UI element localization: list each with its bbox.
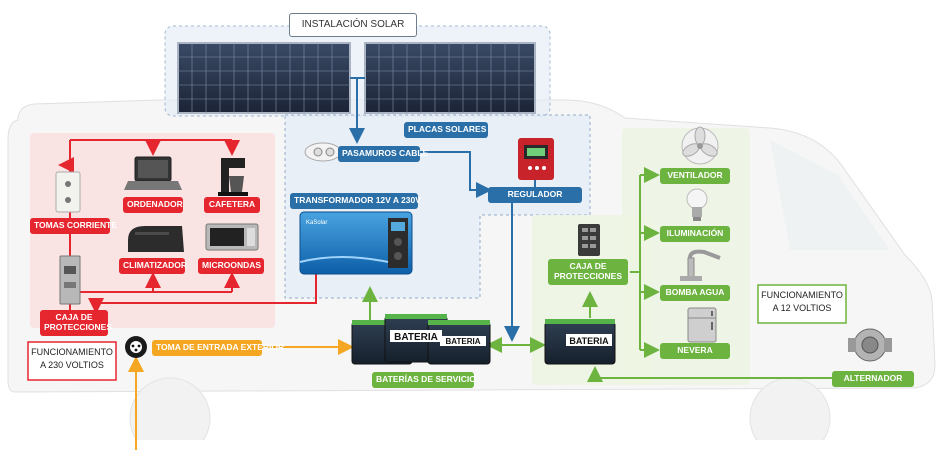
dc-12v-lines: [362, 167, 832, 382]
label-coffee-maker: CAFETERA: [204, 197, 260, 213]
label-air-conditioner: CLIMATIZADOR: [119, 258, 187, 274]
switch-panel-icon: [578, 224, 600, 256]
air-conditioner-icon: [128, 226, 184, 252]
solar-panel-icon: [177, 42, 536, 114]
microwave-icon: [205, 223, 259, 251]
zone-12v-loads: [622, 128, 750, 385]
alternator-icon: [848, 328, 892, 362]
dc-solar-lines: [88, 77, 536, 342]
cable-gland-icon: [304, 142, 342, 162]
label-outlets: TOMAS CORRIENTE: [30, 218, 117, 234]
plug-socket-icon: [125, 336, 147, 358]
info-12v-text: FUNCIONAMIENTO A 12 VOLTIOS: [761, 290, 843, 314]
diagram-title: INSTALACIÓN SOLAR: [289, 13, 417, 37]
label-water-pump: BOMBA AGUA: [660, 285, 730, 301]
coffee-maker-icon: [218, 158, 248, 196]
inverter-brand: KaSolar: [306, 220, 327, 226]
outlet-icon: [55, 171, 81, 213]
label-computer: ORDENADOR: [123, 197, 183, 213]
fridge-icon: [687, 307, 717, 343]
battery-label-1: BATERIA: [394, 332, 438, 343]
label-alternator: ALTERNADOR: [832, 371, 914, 387]
label-microwave: MICROONDAS: [198, 258, 264, 274]
battery-icon: BATERIA: [544, 319, 616, 365]
label-external-inlet: TOMA DE ENTRADA EXTERIOR: [152, 340, 284, 356]
info-230v-text: FUNCIONAMIENTO A 230 VOLTIOS: [31, 347, 113, 371]
label-protection-box-230: CAJA DE PROTECCIONES: [40, 310, 112, 336]
label-fan: VENTILADOR: [660, 168, 730, 184]
laptop-icon: [124, 156, 182, 190]
fan-icon: [681, 126, 719, 165]
light-bulb-icon: [686, 188, 708, 221]
label-service-batteries: BATERÍAS DE SERVICIO: [372, 372, 476, 388]
info-box-230v-frame: [27, 341, 117, 381]
external-lines: [128, 339, 354, 450]
label-fridge: NEVERA: [660, 343, 730, 359]
label-lighting: ILUMINACIÓN: [660, 226, 730, 242]
regulator-icon: [518, 138, 554, 180]
service-batteries: BATERIA BATERIA: [351, 314, 491, 365]
faucet-icon: [680, 249, 721, 281]
label-inverter: TRANSFORMADOR 12V A 230V: [290, 193, 421, 209]
battery-label-3: BATERIA: [569, 336, 609, 346]
info-box-12v-frame: [757, 284, 847, 324]
breaker-panel-icon: [59, 255, 81, 305]
label-cable-gland: PASAMUROS CABLE: [338, 146, 428, 162]
inverter-icon: KaSolar: [299, 211, 413, 275]
label-protection-box-12: CAJA DE PROTECCIONES: [548, 259, 628, 285]
label-solar-panels: PLACAS SOLARES: [404, 122, 488, 138]
label-regulator: REGULADOR: [488, 187, 582, 203]
battery-label-2: BATERIA: [446, 337, 481, 346]
